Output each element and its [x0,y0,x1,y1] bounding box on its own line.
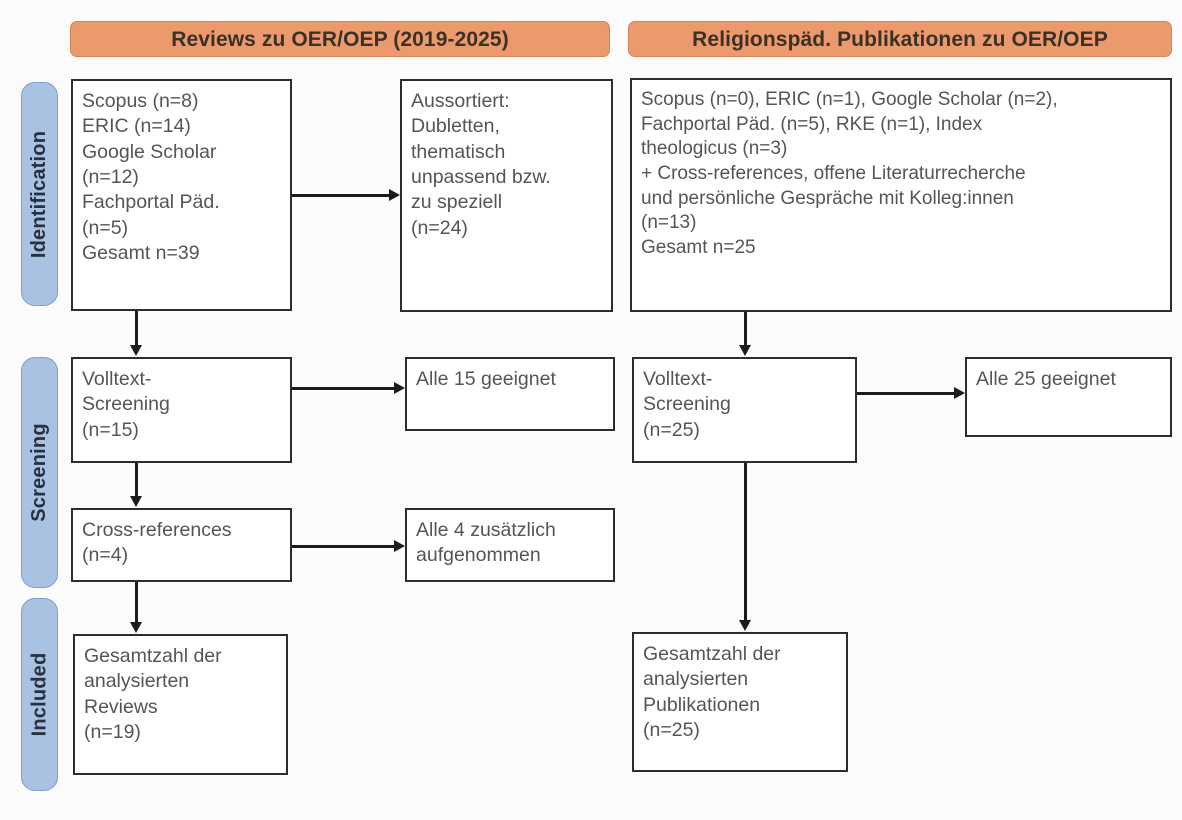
connector-left-ident-to-excluded [292,194,390,197]
arrowhead-left-ident-to-excluded [389,189,400,201]
stage-label-included: Included [28,652,51,737]
arrowhead-right-fulltext-to-result [954,387,965,399]
arrowhead-left-crossrefs-to-result [394,540,405,552]
connector-left-fulltext-to-crossrefs [135,463,138,497]
box-left-crossrefs-result: Alle 4 zusätzlich aufgenommen [405,508,615,582]
arrowhead-right-fulltext-to-included [739,620,751,631]
connector-left-crossrefs-to-included [135,582,138,623]
arrowhead-left-fulltext-to-result [394,382,405,394]
box-left-fulltext-result: Alle 15 geeignet [405,357,615,431]
connector-left-ident-to-fulltext [135,311,138,346]
column-header-left: Reviews zu OER/OEP (2019-2025) [70,21,610,57]
arrowhead-left-fulltext-to-crossrefs [130,496,142,507]
arrowhead-right-ident-to-fulltext [739,345,751,356]
stage-pill-included: Included [21,598,58,791]
connector-right-fulltext-to-result [857,392,955,395]
box-right-fulltext-result: Alle 25 geeignet [965,357,1172,437]
box-right-fulltext-screening: Volltext- Screening (n=25) [632,357,857,463]
box-left-identification: Scopus (n=8) ERIC (n=14) Google Scholar … [71,79,292,311]
box-left-fulltext-screening: Volltext- Screening (n=15) [71,357,292,463]
box-right-included: Gesamtzahl der analysierten Publikatione… [632,632,848,772]
arrowhead-left-ident-to-fulltext [130,345,142,356]
stage-label-screening: Screening [28,423,50,522]
box-left-crossrefs: Cross-references (n=4) [71,508,292,582]
arrowhead-left-crossrefs-to-included [130,622,142,633]
connector-left-fulltext-to-result [292,387,395,390]
connector-left-crossrefs-to-result [292,545,395,548]
stage-pill-identification: Identification [21,82,58,306]
box-right-identification: Scopus (n=0), ERIC (n=1), Google Scholar… [630,78,1172,312]
stage-label-identification: Identification [28,130,50,258]
connector-right-ident-to-fulltext [744,312,747,346]
box-left-excluded: Aussortiert: Dubletten, thematisch unpas… [400,79,613,312]
connector-right-fulltext-to-included [744,463,747,621]
box-left-included: Gesamtzahl der analysierten Reviews (n=1… [73,634,288,775]
stage-pill-screening: Screening [21,357,58,588]
column-header-right: Religionspäd. Publikationen zu OER/OEP [628,21,1172,57]
